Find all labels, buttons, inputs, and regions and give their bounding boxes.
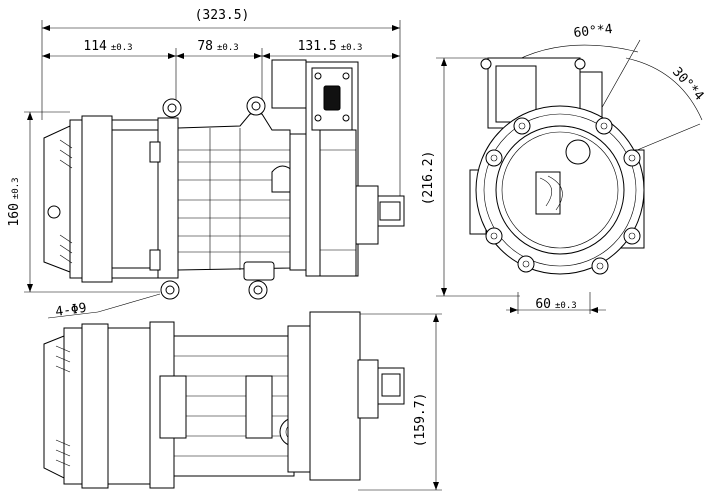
end-height-label: (216.2) (421, 151, 436, 206)
height-dimension-line (24, 111, 160, 293)
bottom-view (43, 311, 405, 489)
overall-length-label: (323.5) (195, 8, 250, 23)
side-view (43, 59, 405, 300)
end-width-label: 60±0.3 (535, 297, 576, 312)
height-label: 160±0.3 (7, 177, 22, 226)
bottom-dimension-lines (358, 313, 442, 491)
top-dimension-lines (41, 20, 401, 210)
angle-60-label: 60°*4 (573, 22, 614, 41)
segment-1-label: 114±0.3 (83, 39, 132, 54)
hole-leader-line (47, 311, 99, 319)
bottom-height-label: (159.7) (413, 393, 428, 448)
segment-3-label: 131.5±0.3 (298, 39, 363, 54)
angle-30-label: 30°*4 (669, 65, 706, 104)
end-view (469, 57, 645, 275)
segment-2-label: 78±0.3 (197, 39, 238, 54)
holes-label: 4-Φ9 (54, 301, 87, 320)
